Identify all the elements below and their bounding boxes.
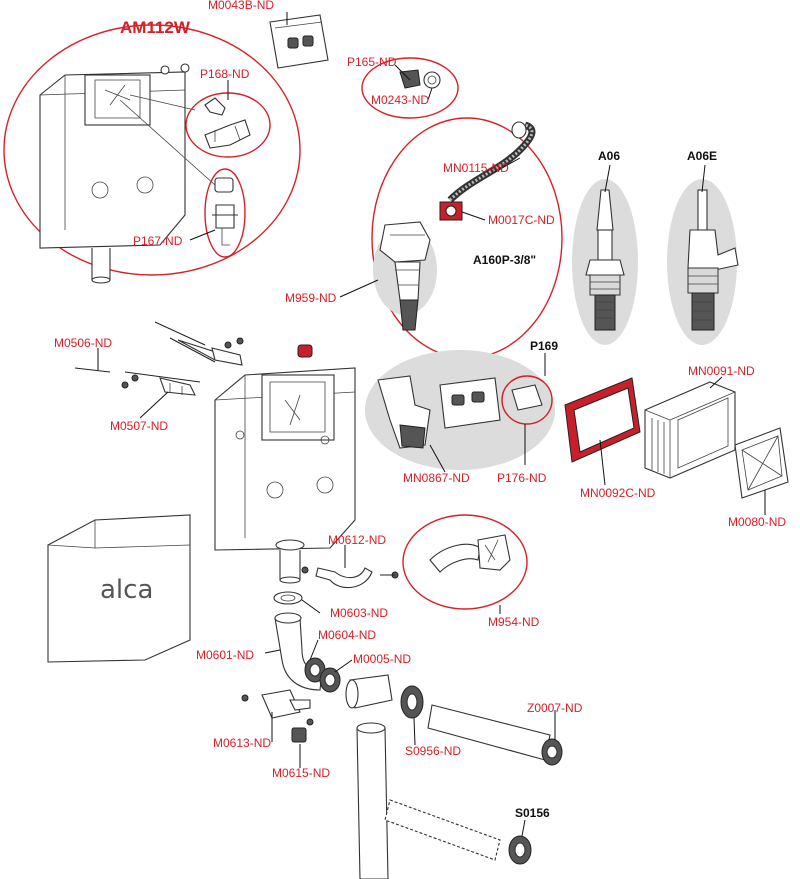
- label-mn0092c: MN0092C-ND: [580, 486, 656, 500]
- m0615-clip: [291, 727, 307, 743]
- pipe-dashed: [384, 799, 501, 861]
- red-cap: [297, 344, 313, 358]
- drain-assembly: [273, 591, 563, 879]
- label-mn0091: MN0091-ND: [688, 364, 755, 378]
- label-m0506: M0506-ND: [54, 336, 112, 350]
- label-p169: P169: [530, 339, 558, 353]
- label-m0243: M0243-ND: [371, 93, 429, 107]
- m0080-frame: [734, 427, 789, 499]
- leader-lines: [97, 12, 766, 837]
- labels: AM112W M0043B-ND P165-ND M0243-ND P168-N…: [54, 0, 786, 820]
- cistern-outlet: [91, 248, 111, 281]
- label-m0005: M0005-ND: [353, 652, 411, 666]
- title-am112w: AM112W: [120, 18, 191, 37]
- label-m0615: M0615-ND: [272, 766, 330, 780]
- p165-ring: [361, 57, 459, 119]
- pipe-vertical: [356, 727, 389, 879]
- p167-part-bottom: [212, 204, 238, 229]
- label-m0612: M0612-ND: [328, 533, 386, 547]
- cistern-main: [214, 344, 356, 584]
- m0612-bracket: [301, 566, 399, 589]
- label-mn0867: MN0867-ND: [403, 471, 470, 485]
- mn0092c-frame: [564, 377, 641, 463]
- label-s0956: S0956-ND: [405, 744, 461, 758]
- label-m0043b: M0043B-ND: [208, 0, 274, 12]
- label-m954: M954-ND: [488, 615, 540, 629]
- label-p165: P165-ND: [347, 55, 397, 69]
- p176-part: [511, 384, 543, 411]
- a06e-part: [667, 179, 739, 345]
- alca-logo: alca: [100, 575, 153, 605]
- label-a160p: A160P-3/8": [473, 253, 536, 267]
- m0507-bracket: [159, 377, 196, 396]
- label-m0017c: M0017C-ND: [488, 213, 555, 227]
- p167-part-top: [214, 177, 234, 193]
- p167-ring: [204, 168, 246, 258]
- label-p168: P168-ND: [200, 67, 250, 81]
- label-a06e: A06E: [687, 149, 717, 163]
- fill-valve-group: [371, 117, 563, 359]
- cistern-main-opening: [261, 374, 335, 441]
- label-s0156: S0156: [515, 806, 550, 820]
- mn0091-box: [644, 381, 736, 479]
- label-m0603: M0603-ND: [330, 606, 388, 620]
- label-m0604: M0604-ND: [318, 628, 376, 642]
- label-m0507: M0507-ND: [110, 419, 168, 433]
- a160p-valve: [379, 221, 431, 263]
- label-z0007: Z0007-ND: [527, 701, 583, 715]
- m954-ring: [402, 514, 528, 610]
- m0243-seal: [423, 71, 441, 89]
- label-m0613: M0613-ND: [213, 736, 271, 750]
- p176-ring: [501, 375, 553, 425]
- label-a06: A06: [598, 149, 620, 163]
- label-m959: M959-ND: [285, 291, 337, 305]
- alca-cover: alca: [47, 514, 191, 663]
- m0613-bracket: [241, 689, 314, 726]
- mn0867-panel: [439, 377, 501, 429]
- label-p167: P167-ND: [133, 234, 183, 248]
- cistern-opening: [84, 74, 151, 126]
- am112w-group: [3, 24, 301, 284]
- label-m0601: M0601-ND: [196, 648, 254, 662]
- m0506-bolts: [74, 321, 244, 389]
- label-m0080: M0080-ND: [728, 515, 786, 529]
- label-p176: P176-ND: [497, 471, 547, 485]
- m954-group: [402, 514, 528, 610]
- m0043b-part: [269, 14, 329, 69]
- p168-part-b: [204, 119, 251, 149]
- a06-part: [572, 179, 638, 345]
- mn0115-hose: [447, 121, 536, 203]
- p168-ring: [185, 92, 271, 158]
- am112w-ring: [3, 24, 301, 276]
- label-mn0115: MN0115-ND: [443, 161, 509, 175]
- p169-group: [365, 350, 555, 470]
- m0603-seal: [273, 591, 303, 605]
- p168-part-a: [204, 97, 226, 116]
